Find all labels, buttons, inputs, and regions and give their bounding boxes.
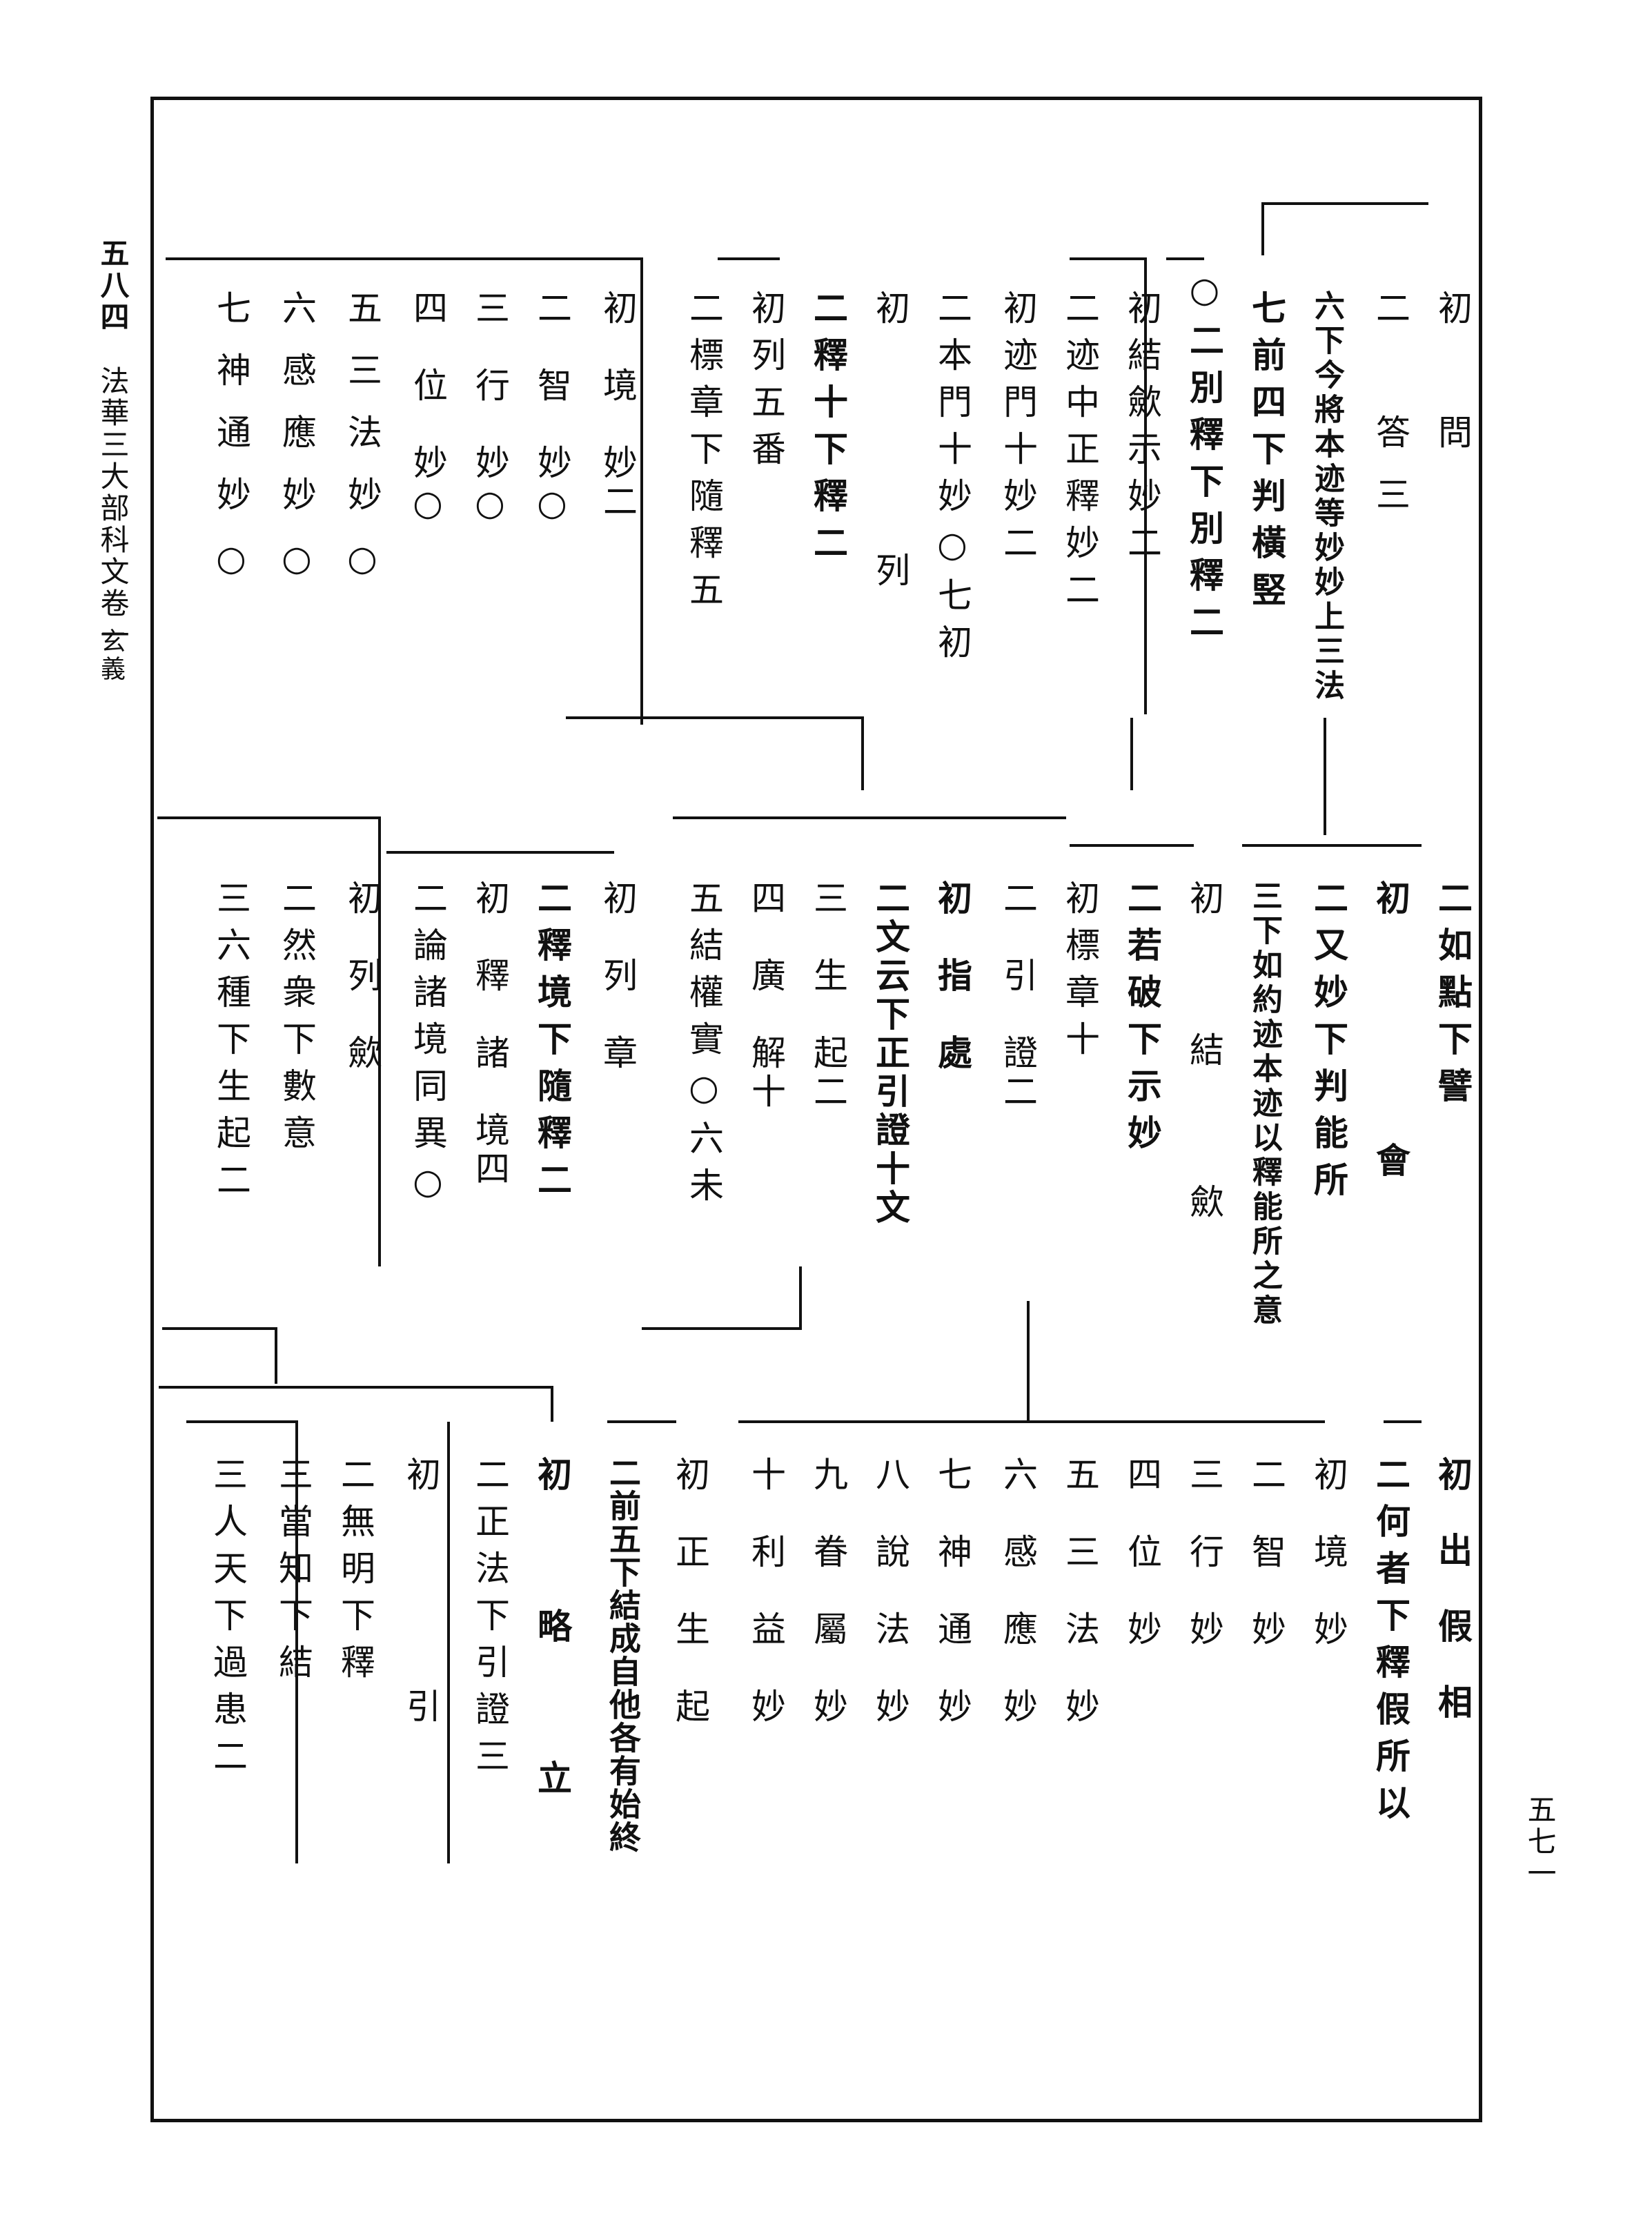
entry-r3-13: 初 正 生 起 [670, 1456, 710, 1727]
page-number: 五七一 [1523, 1794, 1557, 1890]
entry-r3-17: 初 引 [401, 1456, 441, 1727]
entry-r2-18: 初 列 歛 [342, 880, 382, 1073]
entry-r1-5: ○二別釋下別釋二 [1184, 269, 1225, 651]
entry-r1-17: 四 位 妙○ [408, 290, 448, 527]
entry-r1-14: 初 境 妙二 [598, 290, 638, 522]
entry-r1-8: 初迹門十妙二 [998, 290, 1038, 571]
entry-r2-15: 二釋境下隨釋二 [532, 880, 573, 1208]
entry-r2-4: 三下如約迹本迹以釋能所之意 [1247, 880, 1282, 1329]
entry-r3-18: 二無明下釋 [335, 1456, 375, 1691]
entry-r2-19: 二然衆下數意 [277, 880, 317, 1162]
book-title: 法華三大部科文卷一 [96, 366, 130, 652]
entry-r2-12: 四 廣 解十 [746, 880, 786, 1112]
entry-r1-20: 七神通妙○ [211, 290, 251, 606]
entry-r2-6: 二若破下示妙 [1122, 880, 1163, 1162]
entry-r2-2: 初 會 [1370, 880, 1411, 1273]
entry-r3-9: 七 神 通 妙 [932, 1456, 972, 1727]
entry-r1-3: 六下今將本迹等妙妙上三法 [1309, 290, 1344, 704]
entry-r2-16: 初 釋 諸 境四 [470, 880, 510, 1189]
entry-r2-9: 初 指 處 [932, 880, 973, 1073]
entry-r1-11: 二釋十下釋二 [808, 290, 849, 571]
entry-r1-9: 二本門十妙○七初 [932, 290, 972, 671]
entry-r1-13: 二標章下隨釋五 [684, 290, 724, 618]
entry-r3-4: 二 智 妙 [1246, 1456, 1286, 1649]
entry-r1-10: 初 列 [870, 290, 910, 683]
entry-r1-6: 初結歛示妙二 [1122, 290, 1162, 571]
entry-r1-4: 七前四下判橫竪 [1246, 290, 1287, 618]
entry-r3-10: 八 說 法 妙 [870, 1456, 910, 1727]
entry-r3-15: 初 略 立 [532, 1456, 573, 1836]
entry-r2-11: 三 生 起二 [808, 880, 848, 1112]
entry-r2-20: 三六種下生起二 [211, 880, 251, 1208]
section-label: 玄義 [97, 628, 125, 683]
entry-r2-3: 二又妙下判能所 [1308, 880, 1349, 1208]
entry-r1-12: 初列五番 [746, 290, 786, 478]
entry-r3-7: 五 三 法 妙 [1060, 1456, 1100, 1727]
entry-r3-20: 三人天下過患二 [208, 1456, 248, 1785]
entry-r3-2: 二何者下釋假所以 [1370, 1456, 1411, 1832]
entry-r1-2: 二 答三 [1370, 290, 1410, 538]
entry-r2-14: 初 列 章 [598, 880, 638, 1073]
entry-r2-7: 初標章十 [1060, 880, 1100, 1068]
entry-r2-13: 五結權實○六未 [684, 880, 724, 1214]
entry-r3-12: 十 利 益 妙 [746, 1456, 786, 1727]
entry-r2-10: 二文云下正引證十文 [870, 880, 911, 1228]
entry-r3-1: 初出假相 [1433, 1456, 1473, 1760]
entry-r3-6: 四 位 妙 [1122, 1456, 1162, 1649]
entry-r3-5: 三 行 妙 [1184, 1456, 1224, 1649]
volume-number: 五八四 [96, 238, 130, 333]
entry-r1-18: 五三法妙○ [342, 290, 382, 606]
entry-r2-5: 初 結 歛 [1184, 880, 1224, 1260]
entry-r1-16: 三 行 妙○ [470, 290, 510, 527]
entry-r2-1: 二如點下譬 [1433, 880, 1473, 1115]
entry-r3-16: 二正法下引證三 [470, 1456, 510, 1785]
entry-r3-14: 二前五下結成自他各有始終 [604, 1456, 642, 1854]
entry-r1-15: 二 智 妙○ [532, 290, 572, 527]
entry-r3-11: 九 眷 屬 妙 [808, 1456, 848, 1727]
entry-r2-17: 二論諸境同異○ [408, 880, 448, 1214]
entry-r3-3: 初 境 妙 [1308, 1456, 1348, 1649]
page-frame [150, 97, 1482, 2122]
entry-r3-8: 六 感 應 妙 [998, 1456, 1038, 1727]
entry-r3-19: 三當知下結 [273, 1456, 313, 1691]
entry-r1-19: 六感應妙○ [277, 290, 317, 606]
entry-r1-7: 二迹中正釋妙二 [1060, 290, 1100, 618]
entry-r2-8: 二 引 證二 [998, 880, 1038, 1112]
entry-r1-1: 初 問 [1433, 290, 1473, 476]
